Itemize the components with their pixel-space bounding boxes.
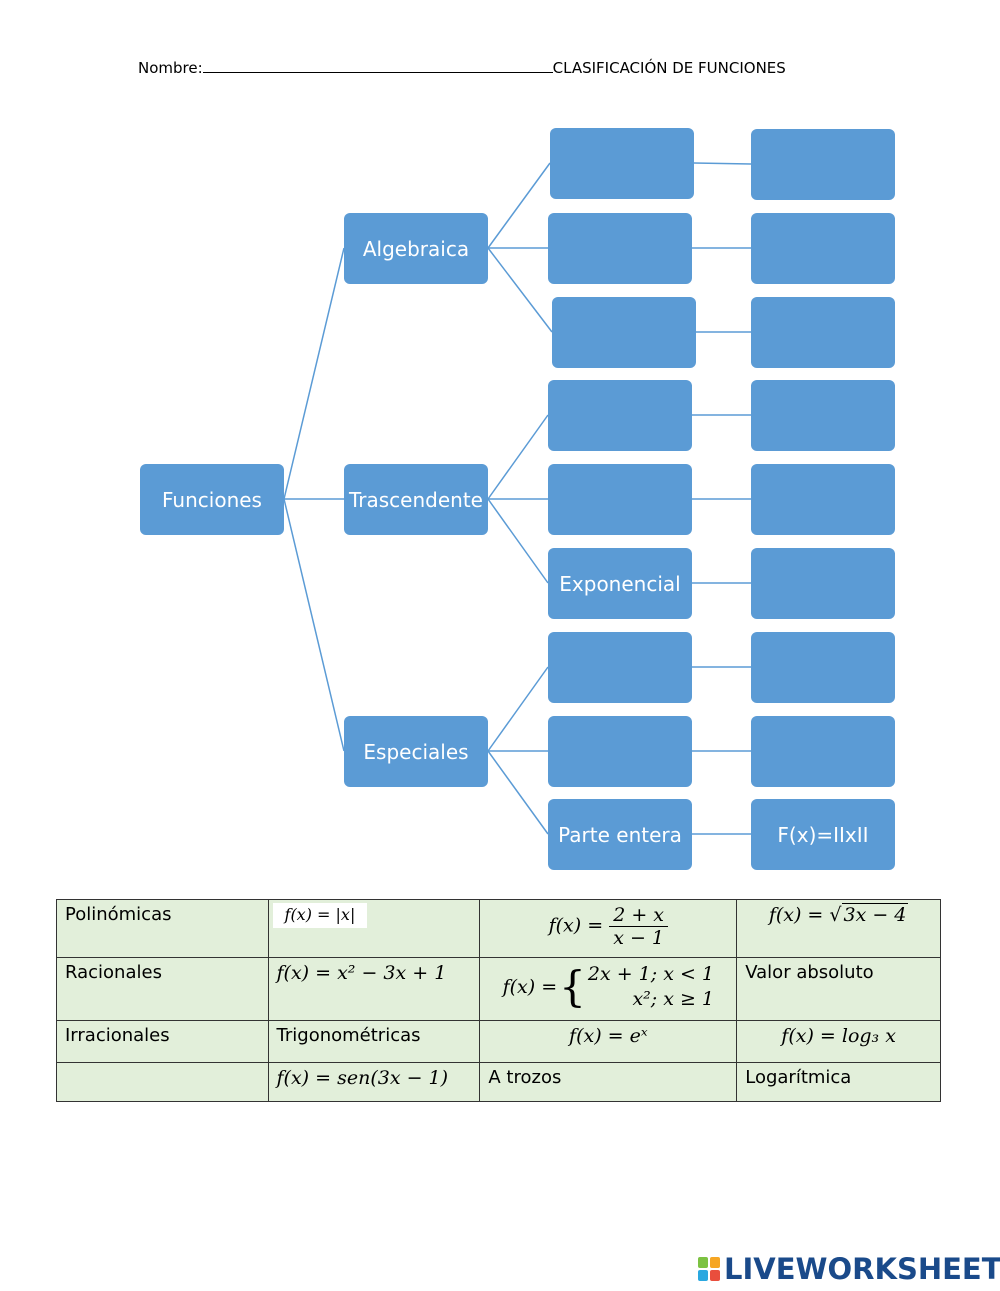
connector-root-algebraica: [283, 247, 345, 500]
option-trigonometricas[interactable]: Trigonométricas: [267, 1020, 481, 1063]
name-label: Nombre:: [138, 59, 203, 77]
rational-denominator: x − 1: [613, 927, 665, 949]
option-racionales[interactable]: Racionales: [56, 957, 269, 1021]
option-polinomicas[interactable]: Polinómicas: [56, 899, 269, 958]
drop-box-l3-6[interactable]: [751, 548, 895, 619]
option-empty: [56, 1062, 269, 1102]
node-trascendente: Trascendente: [344, 464, 488, 535]
piecewise-prefix: f(x) =: [502, 975, 558, 998]
name-blank-line[interactable]: [202, 58, 553, 73]
option-a-trozos[interactable]: A trozos: [479, 1062, 738, 1102]
connector-root-especiales: [283, 498, 345, 752]
connector-l2-l3-1: [693, 162, 752, 165]
sqrt-prefix: f(x) = √: [768, 904, 842, 926]
option-sqrt-formula[interactable]: f(x) = √3x − 4: [736, 899, 941, 958]
sqrt-radicand: 3x − 4: [841, 903, 909, 926]
drop-box-l2-8[interactable]: [548, 716, 692, 787]
drop-box-l3-8[interactable]: [751, 716, 895, 787]
liveworksheets-logo-icon: [698, 1257, 720, 1281]
option-logaritmica[interactable]: Logarítmica: [736, 1062, 941, 1102]
piecewise-expression: f(x) = { 2x + 1; x < 1 x²; x ≥ 1: [503, 962, 714, 1011]
option-exponential-formula[interactable]: f(x) = eˣ: [479, 1020, 738, 1063]
piecewise-line-1: 2x + 1; x < 1: [587, 963, 715, 985]
table-row: Racionales f(x) = x² − 3x + 1 f(x) = { 2…: [56, 957, 941, 1021]
node-parte-entera: Parte entera: [548, 799, 692, 870]
rational-fraction: 2 + x x − 1: [609, 904, 669, 949]
node-especiales: Especiales: [344, 716, 488, 787]
drop-box-l3-3[interactable]: [751, 297, 895, 368]
option-polynomial-formula[interactable]: f(x) = x² − 3x + 1: [267, 957, 481, 1021]
drop-box-l2-2[interactable]: [548, 213, 692, 284]
option-valor-absoluto[interactable]: Valor absoluto: [736, 957, 941, 1021]
rational-numerator: 2 + x: [609, 904, 669, 927]
node-exponencial: Exponencial: [548, 548, 692, 619]
drop-box-l3-1[interactable]: [751, 129, 895, 200]
drop-box-l2-4[interactable]: [548, 380, 692, 451]
connector-algebraica-1: [487, 162, 551, 249]
logo-text: LIVEWORKSHEETS: [724, 1252, 1000, 1286]
liveworksheets-logo: LIVEWORKSHEETS: [698, 1252, 1000, 1286]
node-parte-entera-formula: F(x)=IIxII: [751, 799, 895, 870]
drop-box-l3-2[interactable]: [751, 213, 895, 284]
option-rational-formula[interactable]: f(x) = 2 + x x − 1: [479, 899, 738, 958]
drop-box-l2-5[interactable]: [548, 464, 692, 535]
option-abs-formula[interactable]: f(x) = |x|: [267, 899, 481, 958]
table-row: Irracionales Trigonométricas f(x) = eˣ f…: [56, 1020, 941, 1063]
worksheet-title: CLASIFICACIÓN DE FUNCIONES: [552, 59, 786, 77]
option-trig-formula[interactable]: f(x) = sen(3x − 1): [267, 1062, 481, 1102]
drop-box-l2-1[interactable]: [550, 128, 694, 199]
table-row: Polinómicas f(x) = |x| f(x) = 2 + x x − …: [56, 899, 941, 958]
drop-box-l2-3[interactable]: [552, 297, 696, 368]
connector-especiales-3: [487, 750, 549, 835]
drop-box-l2-7[interactable]: [548, 632, 692, 703]
drop-box-l3-7[interactable]: [751, 632, 895, 703]
option-log-formula[interactable]: f(x) = log₃ x: [736, 1020, 941, 1063]
diagram-connectors: [283, 162, 752, 835]
drop-box-l3-4[interactable]: [751, 380, 895, 451]
node-algebraica: Algebraica: [344, 213, 488, 284]
rational-prefix: f(x) =: [548, 914, 604, 937]
piecewise-lines: 2x + 1; x < 1 x²; x ≥ 1: [588, 962, 714, 1011]
connector-trascendente-1: [487, 414, 549, 500]
drop-box-l3-5[interactable]: [751, 464, 895, 535]
connector-especiales-1: [487, 666, 549, 752]
option-irracionales[interactable]: Irracionales: [56, 1020, 269, 1063]
piecewise-line-2: x²; x ≥ 1: [632, 987, 715, 1010]
abs-formula-image: f(x) = |x|: [272, 903, 368, 928]
node-root: Funciones: [140, 464, 284, 535]
connector-trascendente-3: [487, 498, 549, 584]
worksheet-header: Nombre: CLASIFICACIÓN DE FUNCIONES: [138, 58, 786, 77]
table-row: f(x) = sen(3x − 1) A trozos Logarítmica: [56, 1062, 941, 1102]
connector-algebraica-3: [487, 247, 553, 333]
options-table: Polinómicas f(x) = |x| f(x) = 2 + x x − …: [56, 899, 941, 1102]
option-piecewise-formula[interactable]: f(x) = { 2x + 1; x < 1 x²; x ≥ 1: [479, 957, 738, 1021]
brace-icon: {: [559, 961, 586, 1011]
